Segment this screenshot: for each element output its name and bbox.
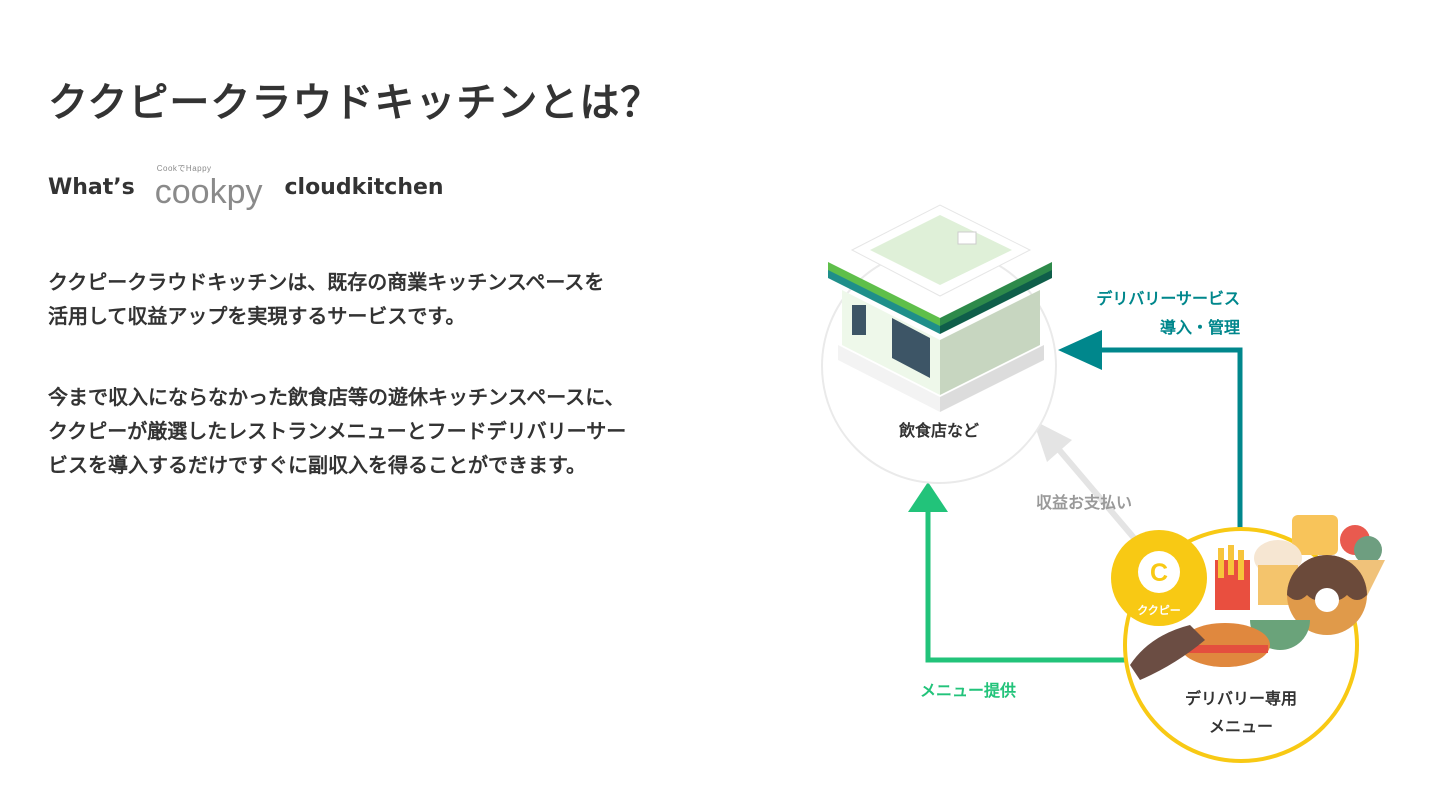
delivery-menu-label-line1: デリバリー専用 <box>1185 689 1297 708</box>
page-title: ククピークラウドキッチンとは？ <box>48 80 662 126</box>
logo-tagline: CookでHappy <box>156 164 212 173</box>
paragraph-line: ククピーが厳選したレストランメニューとフードデリバリーサー <box>48 419 627 443</box>
cookpy-badge: C ククピー <box>1111 530 1207 626</box>
menu-provision-label: メニュー提供 <box>920 681 1016 700</box>
delivery-menu-node: C ククピー デリバリー専用 メニュー <box>1111 515 1385 763</box>
intro-paragraph: ククピークラウドキッチンは、既存の商業キッチンスペースを活用して収益アップを実現… <box>48 265 604 333</box>
badge-letter: C <box>1150 559 1168 587</box>
store-illustration <box>828 204 1052 412</box>
subtitle-prefix: What’s <box>48 174 135 200</box>
subtitle-suffix: cloudkitchen <box>284 174 444 200</box>
menu-provision-arrow <box>908 482 1128 663</box>
restaurant-label: 飲食店など <box>898 421 979 440</box>
paragraph-line: ビスを導入するだけですぐに副収入を得ることができます。 <box>48 453 586 477</box>
restaurant-node: 飲食店など <box>821 204 1057 484</box>
badge-label: ククピー <box>1137 604 1181 617</box>
delivery-service-label-line2: 導入・管理 <box>1160 318 1240 337</box>
paragraph-line: 活用して収益アップを実現するサービスです。 <box>48 304 466 328</box>
logo-text: cookpy <box>154 173 263 211</box>
revenue-arrow <box>1033 420 1143 547</box>
delivery-menu-label-line2: メニュー <box>1209 717 1273 736</box>
paragraph-line: ククピークラウドキッチンは、既存の商業キッチンスペースを <box>48 270 605 294</box>
detail-paragraph: 今まで収入にならなかった飲食店等の遊休キッチンスペースに、ククピーが厳選したレス… <box>48 380 626 482</box>
paragraph-line: 今まで収入にならなかった飲食店等の遊休キッチンスペースに、 <box>48 385 625 409</box>
delivery-service-label-line1: デリバリーサービス <box>1096 289 1240 308</box>
revenue-label: 収益お支払い <box>1036 493 1132 512</box>
food-illustration <box>1130 515 1385 680</box>
delivery-service-arrow <box>1058 330 1243 530</box>
